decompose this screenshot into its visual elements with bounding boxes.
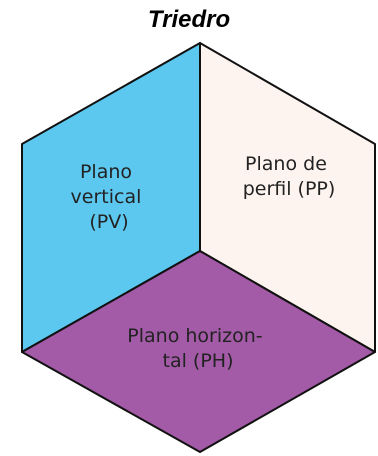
horizontal-plane-label: Plano horizon- tal (PH) xyxy=(127,325,268,372)
diagram-title: Triedro xyxy=(147,6,231,33)
horizontal-plane-label-line: Plano horizon- xyxy=(127,325,262,347)
vertical-plane-label-line: (PV) xyxy=(89,211,128,233)
vertical-plane-label: Plano vertical (PV) xyxy=(71,161,148,233)
profile-plane-label-line: perfil (PP) xyxy=(243,178,336,200)
profile-plane-label-line: Plano de xyxy=(245,153,327,175)
vertical-plane-label-line: Plano xyxy=(80,161,132,183)
vertical-plane-label-line: vertical xyxy=(71,186,142,208)
horizontal-plane-face xyxy=(21,250,376,453)
profile-plane-label: Plano de perfil (PP) xyxy=(243,153,336,200)
horizontal-plane-label-line: tal (PH) xyxy=(163,350,234,372)
